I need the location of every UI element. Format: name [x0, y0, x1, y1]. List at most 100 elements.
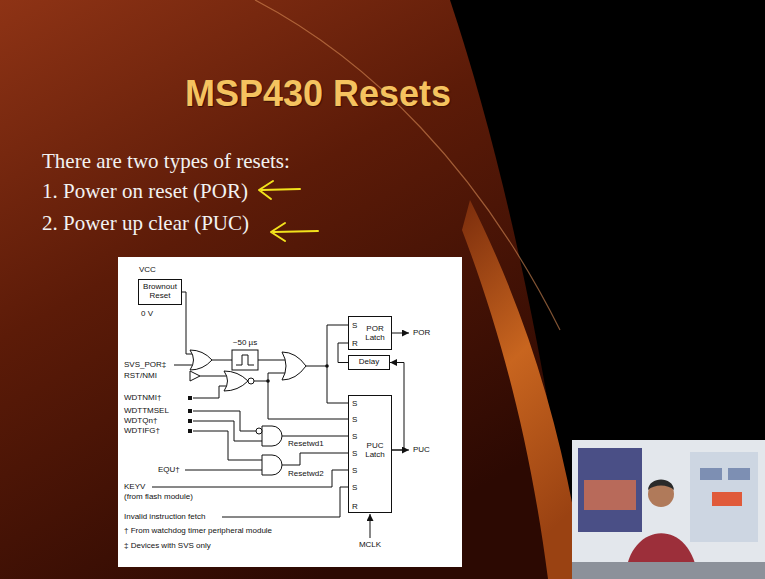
label-slot: There are two types of resets:	[42, 149, 290, 173]
pin-slot: POR Latch	[361, 325, 389, 343]
backdrop-panel	[700, 468, 722, 480]
wire	[185, 470, 262, 471]
label-slot: ~50 µs	[233, 338, 257, 347]
nor-gate	[224, 371, 248, 391]
clock-name: MCLK	[359, 540, 381, 549]
signal-name: WDTTMSEL	[124, 406, 169, 415]
bullet-text: There are two types of resets:	[42, 149, 290, 173]
backdrop-panel	[690, 452, 758, 542]
pin-name: S	[352, 467, 357, 476]
signal-name: Invalid instruction fetch	[124, 512, 205, 521]
label-slot: WDTNMI†	[124, 393, 161, 402]
output-name: POR	[413, 328, 430, 337]
pin-name: S	[352, 433, 357, 442]
wire	[254, 373, 285, 381]
pin-marker	[188, 396, 192, 400]
label-slot: WDTIFG†	[124, 426, 160, 435]
pin-slot: S	[352, 322, 357, 331]
signal-name: KEYV	[124, 482, 145, 491]
wire	[193, 431, 262, 460]
pin-slot: S	[352, 400, 357, 409]
output-arrow	[390, 333, 409, 334]
slide-title: MSP430 Resets	[185, 73, 451, 114]
signal-name: RST/NMI	[124, 371, 157, 380]
timing-label: ~50 µs	[233, 338, 257, 347]
label-slot: MCLK	[359, 540, 381, 549]
junction-dot	[266, 379, 270, 383]
pin-slot: PUC Latch	[361, 442, 389, 460]
pin-marker	[188, 419, 192, 423]
pointer-arrow	[259, 181, 300, 199]
wire	[282, 453, 348, 465]
signal-name: WDTNMI†	[124, 393, 161, 402]
label-slot: 2. Power up clear (PUC)	[42, 211, 249, 235]
supply-label: VCC	[139, 265, 156, 274]
label-slot: 0 V	[141, 309, 153, 318]
signal-note: (from flash module)	[124, 492, 193, 501]
signal-wire	[390, 363, 404, 451]
wire	[258, 360, 285, 361]
label-slot: POR	[413, 328, 430, 337]
pin-slot: R	[352, 503, 358, 512]
footnote: ‡ Devices with SVS only	[124, 541, 211, 550]
pin-name: S	[352, 322, 357, 331]
wire	[282, 436, 348, 437]
signal-name: SVS_POR‡	[124, 360, 166, 369]
label-slot: ‡ Devices with SVS only	[124, 541, 211, 550]
pin-markers	[188, 364, 329, 433]
label-slot: WDTQn†	[124, 416, 157, 425]
signal-name: EQU†	[158, 465, 180, 474]
output-name: PUC	[413, 445, 430, 454]
signal-name: Resetwd1	[288, 439, 324, 448]
footnote: † From watchdog timer peripheral module	[124, 526, 272, 535]
box-label: Delay	[359, 358, 379, 367]
pin-name: S	[352, 400, 357, 409]
orange-swoosh	[462, 200, 585, 579]
label-slot: EQU†	[158, 465, 180, 474]
pulse-generator	[232, 350, 258, 370]
pin-marker	[188, 409, 192, 413]
desk	[572, 562, 765, 579]
pin-name: R	[352, 503, 358, 512]
pin-name: S	[352, 450, 357, 459]
presenter	[648, 480, 674, 491]
supply-label: 0 V	[141, 309, 153, 318]
wire	[222, 487, 348, 517]
signal-name: Resetwd2	[288, 469, 324, 478]
pin-slot: S	[352, 450, 357, 459]
inverter-bubble	[248, 378, 254, 384]
label-slot: KEYV	[124, 482, 145, 491]
backdrop-panel	[712, 492, 742, 506]
inverter-bubble	[256, 428, 262, 434]
logic-gates	[190, 350, 306, 475]
label-slot: † From watchdog timer peripheral module	[124, 526, 272, 535]
latch-box: SRPOR Latch	[348, 316, 392, 350]
wire	[212, 360, 232, 361]
label-slot: WDTTMSEL	[124, 406, 169, 415]
wire	[181, 292, 192, 354]
or-gate	[190, 350, 212, 370]
wire	[152, 470, 348, 487]
label-slot: Resetwd1	[288, 439, 324, 448]
label-slot: Invalid instruction fetch	[124, 512, 205, 521]
signal-name: WDTIFG†	[124, 426, 160, 435]
label-slot: (from flash module)	[124, 492, 193, 501]
bullet-text: 1. Power on reset (POR)	[42, 179, 248, 203]
latch-box: SSSSSSPUC LatchR	[348, 395, 392, 513]
or-gate	[282, 352, 306, 380]
input-buffer	[190, 371, 200, 381]
video-frame	[572, 440, 765, 579]
label-slot: PUC	[413, 445, 430, 454]
label-slot: RST/NMI	[124, 371, 157, 380]
box-title: PUC Latch	[361, 442, 389, 460]
label-slot: 1. Power on reset (POR)	[42, 179, 248, 203]
title-slot: MSP430 Resets	[185, 73, 451, 114]
wire	[193, 386, 226, 398]
pin-slot: S	[352, 484, 357, 493]
diagram-panel	[118, 257, 462, 567]
and-gate	[262, 455, 282, 475]
pin-slot: R	[352, 340, 358, 349]
wire	[268, 381, 348, 419]
pin-name: R	[352, 340, 358, 349]
